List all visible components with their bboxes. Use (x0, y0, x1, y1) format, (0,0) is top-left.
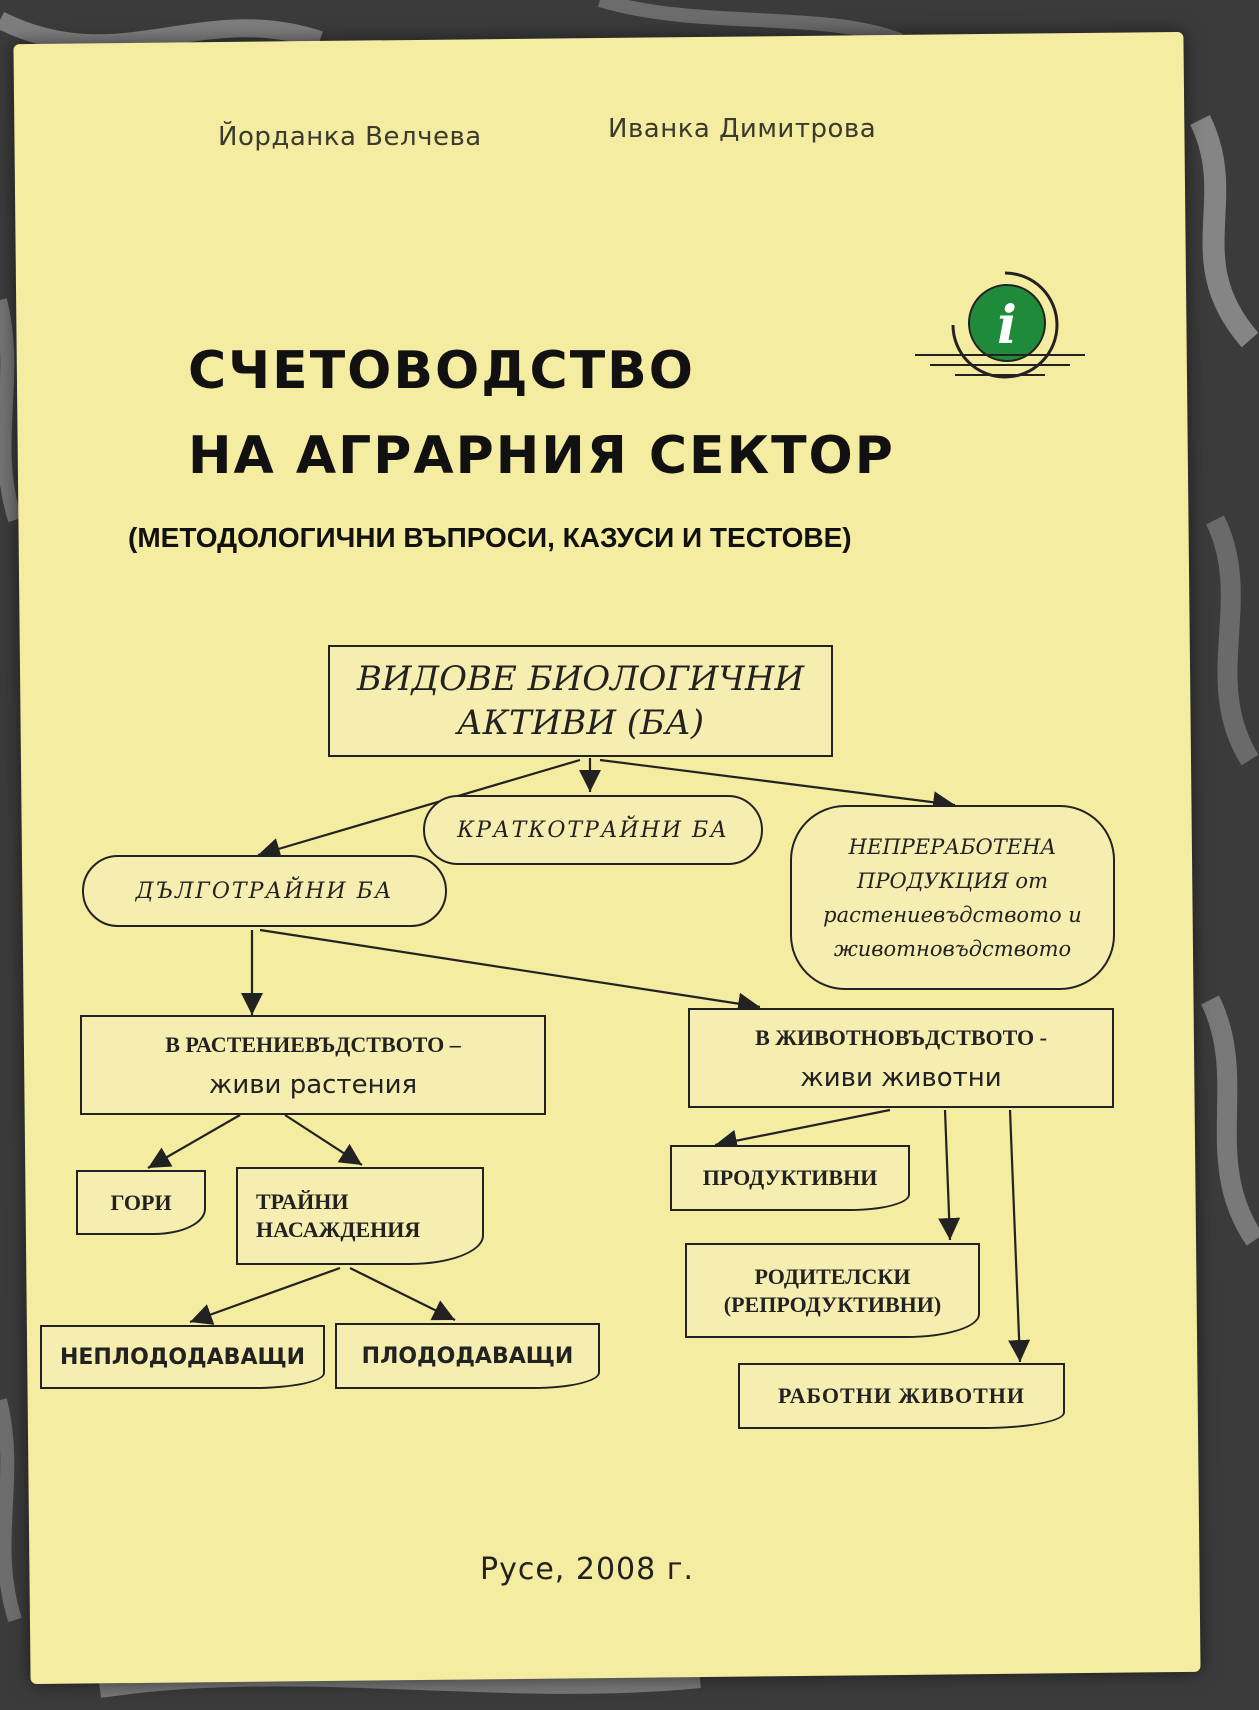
unprocessed-line-1: НЕПРЕРАБОТЕНА (848, 834, 1057, 859)
fruiting-node: ПЛОДОДАВАЩИ (335, 1323, 600, 1389)
parental-line-1: РОДИТЕЛСКИ (754, 1263, 911, 1289)
title-line-1: СЧЕТОВОДСТВО (188, 341, 696, 401)
unprocessed-line-2: ПРОДУКЦИЯ от (857, 868, 1048, 893)
forests-node: ГОРИ (76, 1170, 206, 1235)
unprocessed-line-4: животновъдството (833, 936, 1072, 961)
svg-text:i: i (997, 295, 1017, 356)
perennials-node: ТРАЙНИ НАСАЖДЕНИЯ (236, 1167, 484, 1265)
non-fruiting-node: НЕПЛОДОДАВАЩИ (40, 1325, 325, 1389)
info-icon: i (915, 271, 1085, 379)
author-1: Йорданка Велчева (218, 122, 482, 152)
parental-line-2: (РЕПРОДУКТИВНИ) (723, 1291, 942, 1317)
footer-place-year: Русе, 2008 г. (480, 1552, 695, 1587)
perennials-line-1: ТРАЙНИ (256, 1189, 349, 1214)
title-line-2: НА АГРАРНИЯ СЕКТОР (188, 426, 895, 486)
animals-line-1: В ЖИВОТНОВЪДСТВОТО - (755, 1025, 1047, 1050)
long-term-node: ДЪЛГОТРАЙНИ БА (82, 855, 447, 927)
author-2: Иванка Димитрова (608, 114, 877, 144)
productive-node: ПРОДУКТИВНИ (670, 1145, 910, 1211)
perennials-line-2: НАСАЖДЕНИЯ (256, 1217, 421, 1242)
root-line-1: ВИДОВЕ БИОЛОГИЧНИ (356, 659, 805, 699)
plants-node: В РАСТЕНИЕВЪДСТВОТО – живи растения (80, 1015, 546, 1115)
root-line-2: АКТИВИ (БА) (456, 703, 705, 743)
subtitle: (МЕТОДОЛОГИЧНИ ВЪПРОСИ, КАЗУСИ И ТЕСТОВЕ… (128, 522, 852, 553)
unprocessed-line-3: растениевъдството и (823, 902, 1082, 927)
working-animals-node: РАБОТНИ ЖИВОТНИ (738, 1363, 1065, 1429)
root-node: ВИДОВЕ БИОЛОГИЧНИ АКТИВИ (БА) (328, 645, 833, 757)
parental-node: РОДИТЕЛСКИ (РЕПРОДУКТИВНИ) (685, 1243, 980, 1338)
animals-line-2: живи животни (800, 1063, 1002, 1093)
unprocessed-node: НЕПРЕРАБОТЕНА ПРОДУКЦИЯ от растениевъдст… (790, 805, 1115, 990)
short-term-node: КРАТКОТРАЙНИ БА (423, 795, 763, 865)
plants-line-1: В РАСТЕНИЕВЪДСТВОТО – (165, 1032, 461, 1057)
animals-node: В ЖИВОТНОВЪДСТВОТО - живи животни (688, 1008, 1114, 1108)
plants-line-2: живи растения (208, 1070, 418, 1100)
